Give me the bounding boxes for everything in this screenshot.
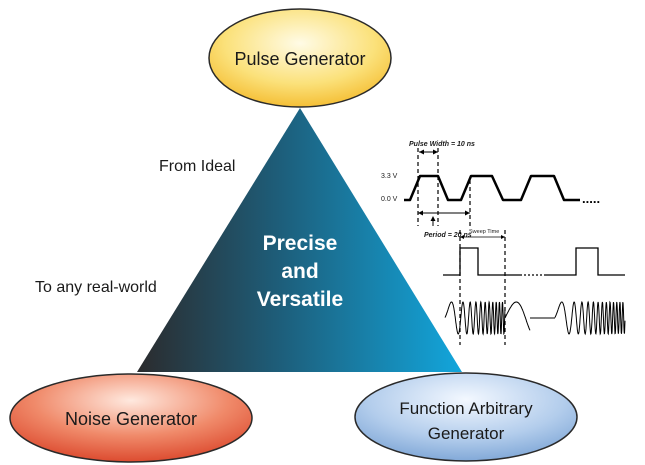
noise-generator-node (9, 373, 253, 463)
noise-generator-label: Noise Generator (65, 409, 197, 429)
pulse-train (404, 174, 580, 202)
from-ideal-label: From Ideal (159, 158, 235, 175)
chirp-sweep-trace (444, 300, 626, 336)
pulse-generator-label: Pulse Generator (234, 49, 365, 69)
triangle-text-versatile: Versatile (257, 288, 343, 311)
pulse-width-annotation: Pulse Width = 10 ns (409, 141, 475, 148)
level-low-label: 0.0 V (381, 196, 398, 203)
function-generator-label-line1: Function Arbitrary (399, 399, 533, 418)
triangle-text-and: and (281, 260, 318, 283)
level-high-label: 3.3 V (381, 173, 398, 180)
waveform-illustration: Pulse Width = 10 ns 3.3 V 0.0 V ..... Pe… (381, 141, 626, 345)
pulse-generator-node (208, 8, 392, 108)
pulse-train-continuation: ..... (582, 191, 600, 206)
function-generator-label-line2: Generator (428, 424, 505, 443)
period-annotation: Period = 20 ns (424, 232, 472, 239)
versatility-triangle (137, 108, 462, 372)
square-pulse-trace (443, 247, 520, 276)
triangle-text-precise: Precise (263, 232, 338, 255)
sweep-time-label: Sweep Time (469, 229, 499, 235)
to-real-world-label: To any real-world (35, 279, 157, 296)
function-generator-node (354, 372, 578, 462)
